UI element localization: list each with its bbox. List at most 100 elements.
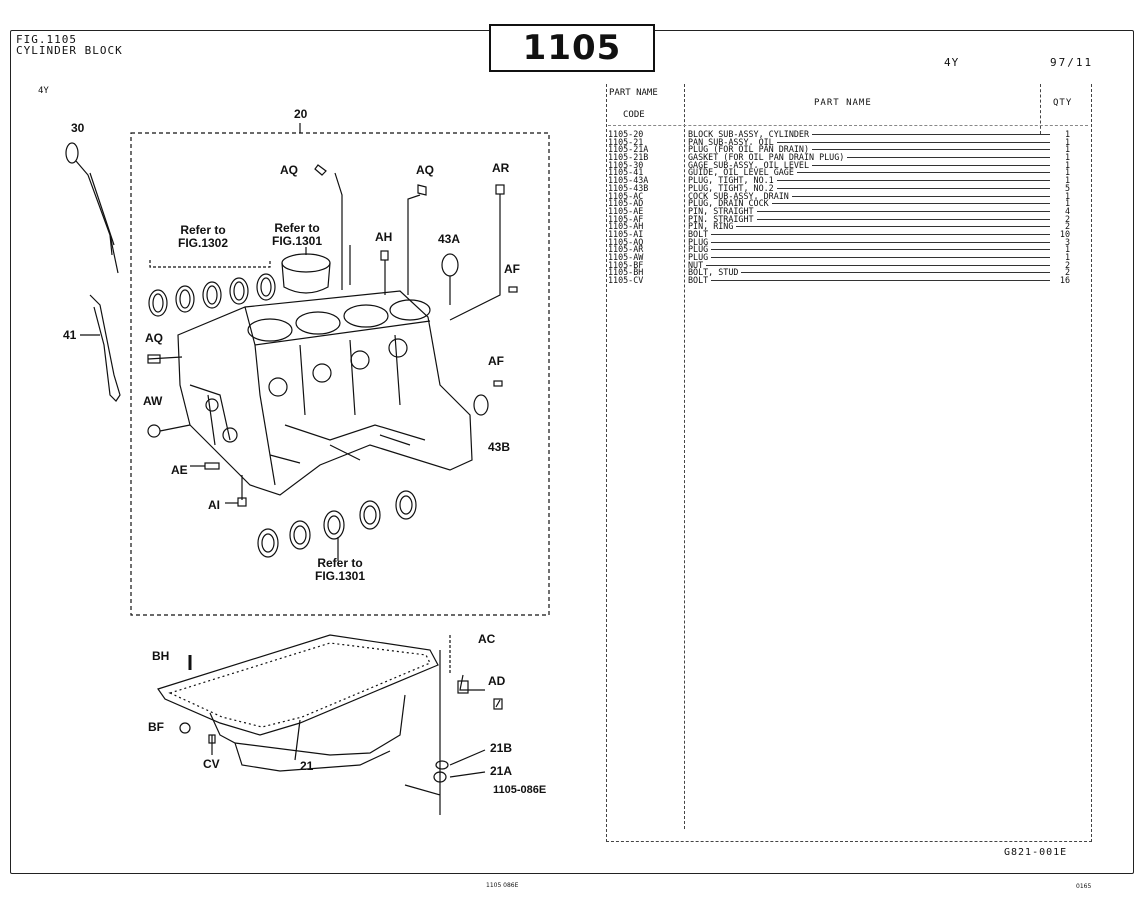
leader-dash xyxy=(688,180,1050,182)
label-ar: AR xyxy=(492,161,510,175)
part-name: BOLT xyxy=(688,230,712,238)
figure-number-line: FIG.1105 xyxy=(16,33,77,46)
label-aq-3: AQ xyxy=(145,331,163,345)
part-name: BLOCK SUB-ASSY, CYLINDER xyxy=(688,130,813,138)
refer-fig-1301-top: Refer to FIG.1301 xyxy=(272,222,322,248)
part-qty: 1 xyxy=(1064,136,1070,147)
part-code: 1105-AE xyxy=(608,205,644,216)
part-name: PIN, RING xyxy=(688,222,737,230)
part-qty: 3 xyxy=(1064,236,1070,247)
leader-dash xyxy=(688,210,1050,212)
part-qty: 2 xyxy=(1064,259,1070,270)
figure-number-box: 1105 xyxy=(489,24,655,72)
part-code: 1105-AF xyxy=(608,213,644,224)
part-name: PLUG xyxy=(688,245,712,254)
label-aq-2: AQ xyxy=(416,163,434,177)
label-af-2: AF xyxy=(488,354,504,368)
leader-dash xyxy=(688,187,1050,189)
part-name: PIN, STRAIGHT xyxy=(688,214,757,223)
part-qty: 4 xyxy=(1064,205,1070,216)
part-qty: 1 xyxy=(1064,144,1070,155)
refer-fig-1302: Refer to FIG.1302 xyxy=(178,224,228,250)
leader-dash xyxy=(688,272,1050,274)
label-ae: AE xyxy=(171,463,188,477)
refer-text: Refer to xyxy=(180,223,226,237)
part-qty: 5 xyxy=(1064,182,1070,193)
label-bf: BF xyxy=(148,720,164,734)
label-43b: 43B xyxy=(488,440,511,454)
table-row: 1105-AF PIN, STRAIGHT 2 xyxy=(608,213,1078,224)
label-21a: 21A xyxy=(490,764,513,778)
part-code: 1105-AQ xyxy=(608,236,644,247)
part-name: PLUG, DRAIN COCK xyxy=(688,199,772,207)
part-code: 1105-41 xyxy=(608,167,644,178)
part-code: 1105-AC xyxy=(608,190,644,201)
leader-dash xyxy=(688,249,1050,251)
label-21: 21 xyxy=(300,759,314,773)
part-qty: 16 xyxy=(1059,275,1070,286)
refer-fig: FIG.1302 xyxy=(178,236,229,250)
code-header-line1: PART NAME xyxy=(609,88,658,98)
part-qty: 1 xyxy=(1064,159,1070,170)
part-qty: 2 xyxy=(1064,213,1070,224)
part-code: 1105-AD xyxy=(608,198,644,209)
part-code: 1105-21A xyxy=(608,144,649,155)
label-ah: AH xyxy=(375,230,393,244)
label-43a: 43A xyxy=(438,232,461,246)
part-qty: 1 xyxy=(1064,175,1070,186)
part-name: NUT xyxy=(688,260,707,269)
header-rule xyxy=(608,125,1088,126)
part-qty: 1 xyxy=(1064,244,1070,255)
part-name: PLUG xyxy=(688,237,712,246)
code-header-line2: CODE xyxy=(623,110,645,120)
qty-divider xyxy=(1040,84,1041,134)
refer-text: Refer to xyxy=(274,221,320,235)
part-name: GASKET (FOR OIL PAN DRAIN PLUG) xyxy=(688,153,848,161)
leader-dash xyxy=(688,241,1050,243)
diagram-drawing xyxy=(65,123,550,815)
part-qty: 1 xyxy=(1064,152,1070,163)
leader-dash xyxy=(688,257,1050,258)
leader-dash xyxy=(688,218,1050,220)
refer-fig-1301-bottom: Refer to FIG.1301 xyxy=(315,557,365,583)
leader-dash xyxy=(688,157,1050,159)
label-20: 20 xyxy=(294,107,308,121)
code-column-header: PART NAME CODE xyxy=(609,87,658,121)
column-divider xyxy=(684,84,685,829)
leader-dash xyxy=(688,149,1050,151)
part-name: PAN SUB-ASSY, OIL xyxy=(688,137,777,146)
figure-title: FIG.1105 CYLINDER BLOCK xyxy=(16,34,123,56)
part-name: GUIDE, OIL LEVEL GAGE xyxy=(688,168,797,177)
leader-dash xyxy=(688,203,1050,205)
label-21b: 21B xyxy=(490,741,513,755)
model-code-left: 4Y xyxy=(38,86,49,96)
part-qty: 2 xyxy=(1064,221,1070,232)
part-qty: 1 xyxy=(1064,252,1070,262)
label-41: 41 xyxy=(63,328,77,342)
label-af-1: AF xyxy=(504,262,520,276)
refer-fig: FIG.1301 xyxy=(315,569,366,583)
name-column-header: PART NAME xyxy=(814,98,872,108)
label-bh: BH xyxy=(152,649,170,663)
part-code: 1105-20 xyxy=(608,129,644,139)
catalog-code: G821-001E xyxy=(1004,847,1068,858)
part-code: 1105-BF xyxy=(608,259,644,270)
part-name: BOLT xyxy=(688,276,712,284)
leader-dash xyxy=(688,195,1050,197)
part-code: 1105-AI xyxy=(608,228,644,239)
part-code: 1105-43B xyxy=(608,182,649,193)
part-name: COCK SUB-ASSY, DRAIN xyxy=(688,191,792,200)
